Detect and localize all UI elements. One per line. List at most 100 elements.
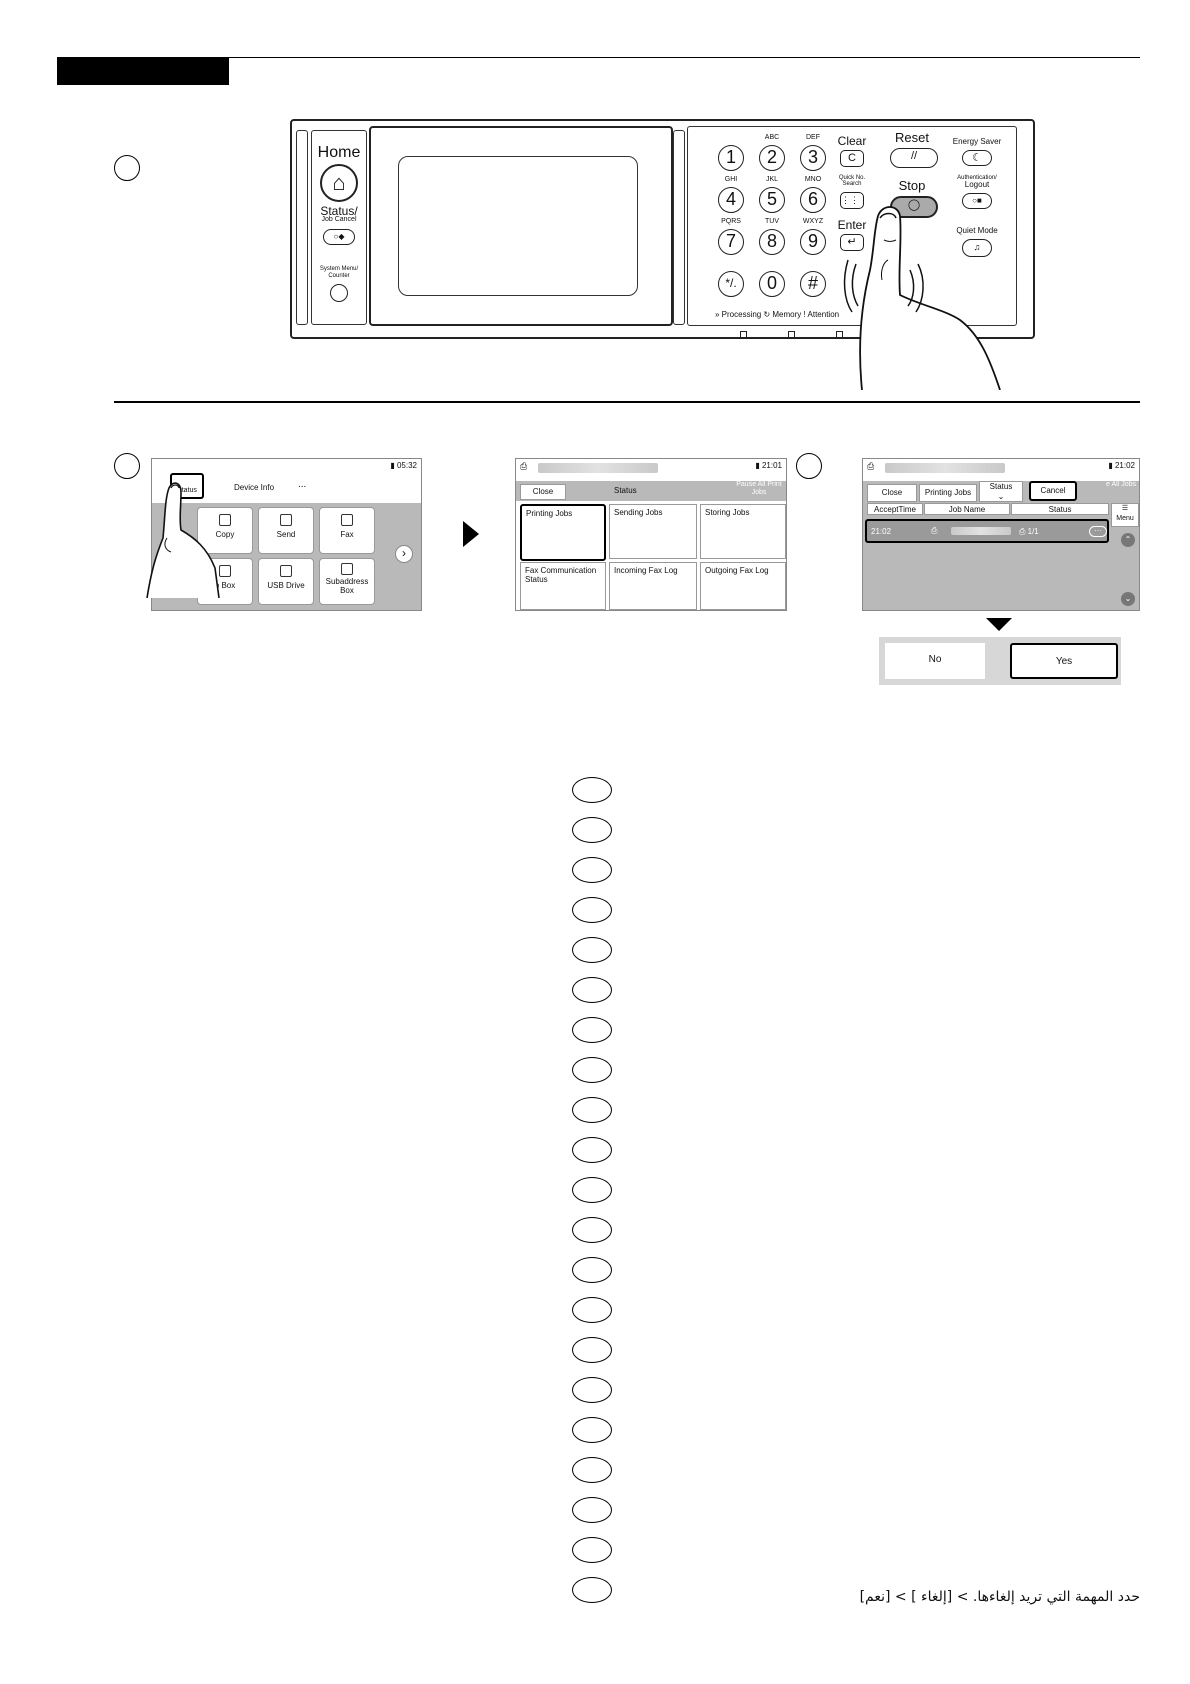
status-job-cancel-button[interactable]: ○◆ — [323, 229, 355, 245]
pause-all-print-jobs-button[interactable]: Pause All Print Jobs — [736, 481, 782, 496]
column-status[interactable]: Status — [1011, 503, 1109, 515]
scroll-up-button[interactable]: ⌃ — [1121, 533, 1135, 547]
printer-icon: ⎙ — [520, 461, 528, 471]
section-divider — [114, 401, 1140, 403]
sending-jobs-cell[interactable]: Sending Jobs — [609, 504, 697, 559]
usb-drive-tile[interactable]: USB Drive — [258, 558, 314, 605]
home-button[interactable]: ⌂ — [320, 164, 358, 202]
fax-tile[interactable]: Fax — [319, 507, 375, 554]
status-label: Status/ — [320, 204, 358, 218]
quiet-mode-button[interactable]: ♫ — [962, 239, 992, 257]
copy-tile[interactable]: Copy — [197, 507, 253, 554]
send-tile[interactable]: Send — [258, 507, 314, 554]
subaddress-box-tile[interactable]: Subaddress Box — [319, 558, 375, 605]
yes-button[interactable]: Yes — [1010, 643, 1118, 679]
more-options-icon[interactable]: ··· — [1089, 526, 1107, 537]
panel-left-handle — [296, 130, 308, 325]
blurred-device-name — [538, 463, 658, 473]
key-letters: WXYZ — [802, 218, 824, 225]
column-job-name[interactable]: Job Name — [924, 503, 1010, 515]
job-time: 21:02 — [871, 527, 892, 536]
close-button[interactable]: Close — [867, 484, 917, 502]
language-marker — [572, 857, 612, 883]
next-page-button[interactable]: › — [395, 545, 413, 563]
key-3[interactable]: 3 — [800, 145, 826, 171]
stop-button[interactable]: ◯ — [890, 196, 938, 218]
column-accept-time[interactable]: AcceptTime — [867, 503, 923, 515]
memory-led — [788, 331, 795, 338]
close-button[interactable]: Close — [520, 484, 566, 500]
language-marker — [572, 1097, 612, 1123]
system-menu-button[interactable] — [330, 284, 348, 302]
outgoing-fax-log-cell[interactable]: Outgoing Fax Log — [700, 562, 786, 610]
section-header-bar — [57, 57, 229, 85]
home-screen-shot: ▮ 05:32 Status Device Info ... Copy Send… — [151, 458, 422, 611]
authentication-label: Authentication/ — [957, 175, 997, 181]
language-marker — [572, 1057, 612, 1083]
job-row[interactable]: 21:02 ⎙ ⎙ 1/1 ··· — [865, 519, 1109, 543]
key-2[interactable]: 2 — [759, 145, 785, 171]
arrow-down-icon — [986, 618, 1012, 631]
language-marker — [572, 1257, 612, 1283]
clock: ▮ 21:01 — [755, 461, 782, 470]
more-icon[interactable]: ... — [298, 479, 307, 490]
touch-panel-screen[interactable] — [398, 156, 638, 296]
enter-button[interactable]: ↵ — [840, 234, 864, 251]
status-header — [516, 481, 786, 501]
language-marker — [572, 777, 612, 803]
usb-icon — [280, 565, 292, 577]
language-marker — [572, 897, 612, 923]
key-7[interactable]: 7 — [718, 229, 744, 255]
key-1[interactable]: 1 — [718, 145, 744, 171]
status-tab-button[interactable]: Status — [170, 473, 204, 499]
authentication-logout-button[interactable]: ○■ — [962, 193, 992, 209]
printer-icon: ⎙ — [931, 526, 938, 535]
menu-button[interactable]: ☰Menu — [1111, 503, 1139, 527]
cancel-button[interactable]: Cancel — [1029, 481, 1077, 501]
language-marker — [572, 1017, 612, 1043]
no-button[interactable]: No — [885, 643, 985, 679]
fax-communication-status-cell[interactable]: Fax Communication Status — [520, 562, 606, 610]
language-marker — [572, 1137, 612, 1163]
device-info-tab[interactable]: Device Info — [234, 483, 275, 492]
quick-no-search-label: Quick No. Search — [838, 175, 866, 187]
scroll-down-button[interactable]: ⌄ — [1121, 592, 1135, 606]
incoming-fax-log-cell[interactable]: Incoming Fax Log — [609, 562, 697, 610]
printing-jobs-tab[interactable]: Printing Jobs — [919, 484, 977, 502]
arrow-right-icon — [463, 521, 479, 547]
status-screen-shot: ⎙ ▮ 21:01 Close Status Pause All Print J… — [515, 458, 787, 611]
job-box-tile[interactable]: o Box — [197, 558, 253, 605]
pause-all-jobs-button[interactable]: e All Jobs — [1106, 481, 1136, 488]
quick-no-search-button[interactable]: ⋮⋮⋮ — [840, 192, 868, 209]
energy-saver-button[interactable]: ☾ — [962, 150, 992, 166]
stop-label: Stop — [898, 178, 926, 193]
touch-panel-frame — [369, 126, 673, 326]
confirm-dialog: No Yes — [879, 637, 1121, 685]
clear-button[interactable]: C — [840, 150, 864, 167]
quiet-mode-label: Quiet Mode — [956, 226, 998, 235]
key-9[interactable]: 9 — [800, 229, 826, 255]
attention-led — [836, 331, 843, 338]
status-dropdown[interactable]: Status⌄ — [979, 481, 1023, 502]
key-8[interactable]: 8 — [759, 229, 785, 255]
key-letters: TUV — [765, 218, 779, 225]
key-letters: PQRS — [721, 218, 741, 225]
key-5[interactable]: 5 — [759, 187, 785, 213]
box-icon — [219, 565, 231, 577]
language-marker — [572, 1377, 612, 1403]
reset-button[interactable]: // — [890, 148, 938, 168]
panel-right-handle — [673, 130, 685, 325]
key-star[interactable]: */. — [718, 271, 744, 297]
language-marker — [572, 1537, 612, 1563]
printing-jobs-cell[interactable]: Printing Jobs — [520, 504, 606, 561]
folder-icon — [341, 563, 353, 575]
key-0[interactable]: 0 — [759, 271, 785, 297]
key-letters: ABC — [764, 134, 780, 141]
key-4[interactable]: 4 — [718, 187, 744, 213]
enter-label: Enter — [837, 218, 867, 232]
key-6[interactable]: 6 — [800, 187, 826, 213]
key-hash[interactable]: # — [800, 271, 826, 297]
storing-jobs-cell[interactable]: Storing Jobs — [700, 504, 786, 559]
job-list-area — [863, 481, 1139, 610]
key-letters: JKL — [765, 176, 779, 183]
